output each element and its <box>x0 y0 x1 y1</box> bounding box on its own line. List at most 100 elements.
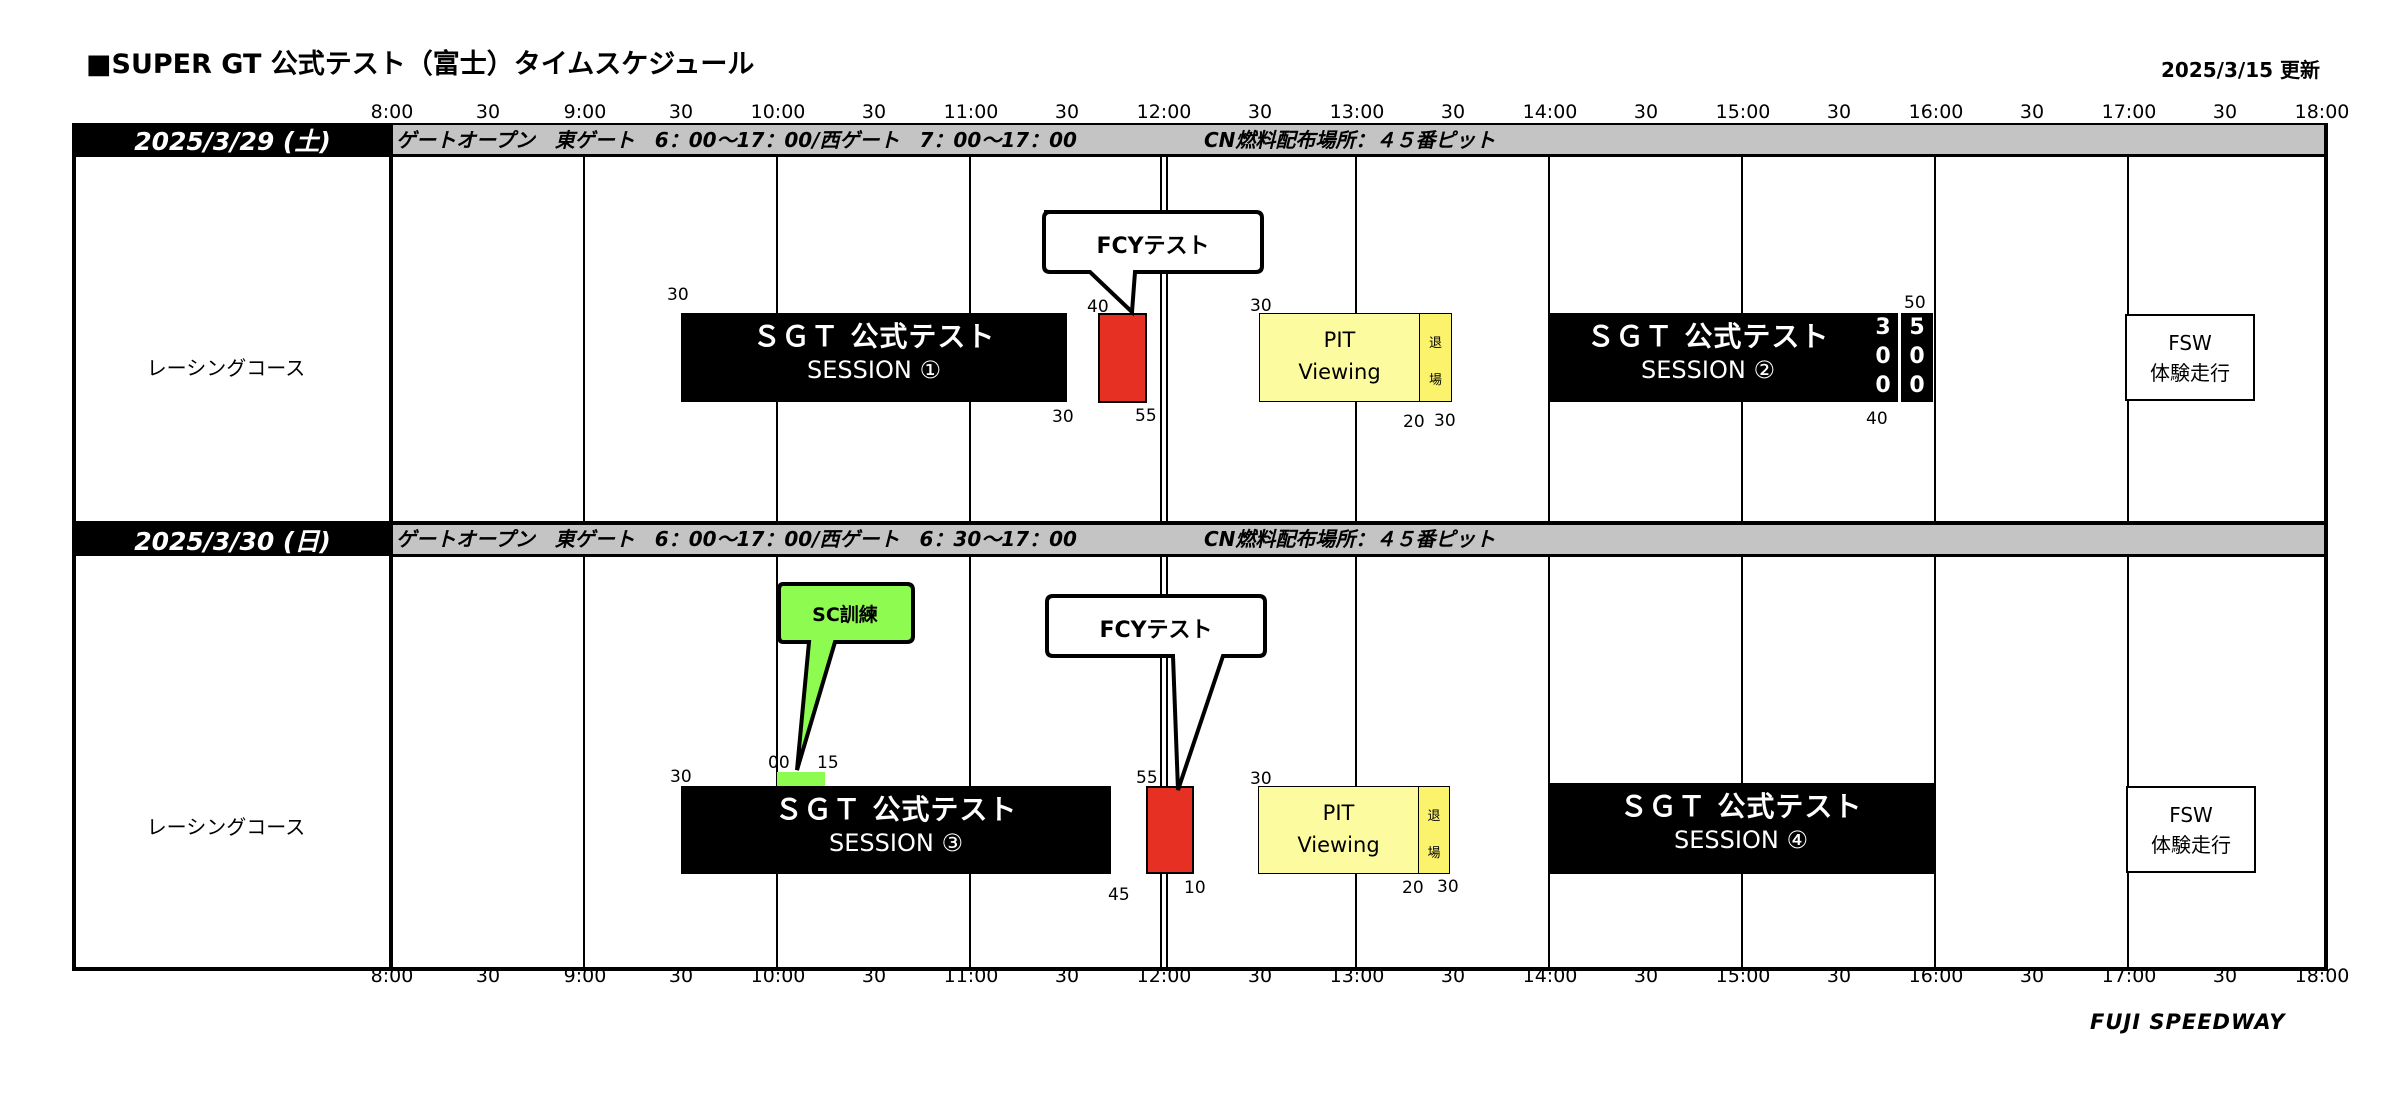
time-tick: 30 <box>861 101 887 123</box>
session-4-block: ＳＧＴ 公式テスト SESSION ④ <box>1548 783 1934 874</box>
time-tick: 16:00 <box>1908 101 1964 123</box>
time-note: 55 <box>1136 768 1158 788</box>
time-tick: 18:00 <box>2294 101 2350 123</box>
hour-line <box>2127 556 2129 967</box>
time-tick: 30 <box>1247 965 1273 987</box>
time-tick: 30 <box>2212 965 2238 987</box>
gt500-block: 5 0 0 <box>1901 313 1933 402</box>
time-tick: 13:00 <box>1329 965 1385 987</box>
hour-line <box>1160 556 1162 967</box>
sc-callout-shape <box>777 582 915 771</box>
fsw-line2: 体験走行 <box>2150 361 2230 385</box>
session-1-block: ＳＧＴ 公式テスト SESSION ① <box>681 313 1067 402</box>
time-tick: 30 <box>1633 101 1659 123</box>
time-tick: 30 <box>668 101 694 123</box>
fsw-experience-block: FSW 体験走行 <box>2126 786 2256 873</box>
fcy-callout: FCYテスト <box>1096 234 1210 259</box>
time-note: 45 <box>1108 885 1130 905</box>
pit-line1: PIT <box>1323 328 1356 352</box>
time-tick: 17:00 <box>2101 101 2157 123</box>
time-note: 30 <box>667 285 689 305</box>
time-tick: 30 <box>475 965 501 987</box>
time-tick: 11:00 <box>943 101 999 123</box>
info-bar <box>393 525 2324 557</box>
fsw-line1: FSW <box>2168 331 2212 355</box>
fuel-info: CN燃料配布場所：４５番ピット <box>1204 128 1496 152</box>
time-tick: 30 <box>1440 965 1466 987</box>
session-title: ＳＧＴ 公式テスト <box>774 793 1018 826</box>
hour-line <box>1355 556 1357 967</box>
time-note: 30 <box>1250 769 1272 789</box>
fcy-callout-shape <box>1042 210 1264 317</box>
gt300-digit: 3 <box>1875 315 1891 340</box>
time-ruler-bottom: 8:00 30 9:00 30 10:00 30 11:00 30 12:00 … <box>0 965 2400 989</box>
time-note: 40 <box>1866 409 1888 429</box>
hour-line <box>1548 556 1550 967</box>
session-name: SESSION ④ <box>1674 826 1808 854</box>
time-tick: 10:00 <box>750 101 806 123</box>
gate-info: ゲートオープン 東ゲート 6：00〜17：00/西ゲート 7：00〜17：00 <box>396 128 1077 152</box>
session-name: SESSION ① <box>807 356 941 384</box>
pit-exit-block: 退 場 <box>1419 313 1452 402</box>
day-date-label: 2025/3/29 (土) <box>76 125 389 157</box>
time-ruler-top: 8:00 30 9:00 30 10:00 30 11:00 30 12:00 … <box>0 101 2400 125</box>
pit-exit-char: 退 <box>1428 336 1442 351</box>
time-tick: 13:00 <box>1329 101 1385 123</box>
session-name: SESSION ③ <box>829 829 963 857</box>
gt300-block: 3 0 0 <box>1868 313 1898 402</box>
time-tick: 30 <box>1633 965 1659 987</box>
hour-line <box>1741 556 1743 967</box>
session-title: ＳＧＴ 公式テスト <box>1586 320 1830 353</box>
gt300-digit: 0 <box>1875 373 1891 398</box>
time-tick: 14:00 <box>1522 101 1578 123</box>
pit-exit-char: 場 <box>1427 846 1441 861</box>
time-tick: 30 <box>1826 101 1852 123</box>
time-tick: 17:00 <box>2101 965 2157 987</box>
row-label-racing-course: レーシングコース <box>146 815 306 839</box>
time-tick: 12:00 <box>1136 965 1192 987</box>
time-note: 40 <box>1087 297 1109 317</box>
day-separator <box>72 521 2328 525</box>
session-name: SESSION ② <box>1641 356 1775 384</box>
time-tick: 30 <box>668 965 694 987</box>
hour-line <box>1934 556 1936 967</box>
fsw-line1: FSW <box>2169 803 2213 827</box>
time-tick: 8:00 <box>370 101 414 123</box>
hour-line <box>1160 157 1162 521</box>
gt500-digit: 0 <box>1909 373 1925 398</box>
gt500-digit: 0 <box>1909 344 1925 369</box>
hour-line <box>1934 157 1936 521</box>
day-date-label: 2025/3/30 (日) <box>76 525 389 556</box>
hour-line <box>1166 556 1168 967</box>
session-3-block: ＳＧＴ 公式テスト SESSION ③ <box>681 786 1111 874</box>
time-tick: 10:00 <box>750 965 806 987</box>
row-label-racing-course: レーシングコース <box>146 356 306 380</box>
time-tick: 30 <box>475 101 501 123</box>
time-tick: 12:00 <box>1136 101 1192 123</box>
time-note: 20 <box>1403 412 1425 432</box>
time-tick: 15:00 <box>1715 101 1771 123</box>
hour-line <box>583 556 585 967</box>
pit-viewing-block: PIT Viewing <box>1259 313 1420 402</box>
time-note: 00 <box>768 753 790 773</box>
pit-viewing-block: PIT Viewing <box>1258 786 1419 874</box>
time-note: 30 <box>670 767 692 787</box>
page-title: ■SUPER GT 公式テスト（富士）タイムスケジュール <box>86 49 755 80</box>
session-title: ＳＧＴ 公式テスト <box>1619 790 1863 823</box>
gate-info: ゲートオープン 東ゲート 6：00〜17：00/西ゲート 6：30〜17：00 <box>396 527 1077 551</box>
gt300-digit: 0 <box>1875 344 1891 369</box>
fsw-experience-block: FSW 体験走行 <box>2125 314 2255 401</box>
fuji-speedway-logo: FUJI SPEEDWAY <box>2090 1010 2286 1034</box>
session-2-block: ＳＧＴ 公式テスト SESSION ② <box>1548 313 1868 402</box>
fcy-callout-shape <box>1045 594 1267 791</box>
time-tick: 30 <box>1247 101 1273 123</box>
time-tick: 30 <box>1826 965 1852 987</box>
pit-line2: Viewing <box>1297 833 1380 857</box>
hour-line <box>583 157 585 521</box>
time-note: 30 <box>1434 411 1456 431</box>
time-tick: 9:00 <box>563 965 607 987</box>
pit-exit-char: 退 <box>1427 809 1441 824</box>
session-title: ＳＧＴ 公式テスト <box>752 320 996 353</box>
label-column-separator <box>389 123 393 971</box>
fcy-callout: FCYテスト <box>1099 618 1213 643</box>
